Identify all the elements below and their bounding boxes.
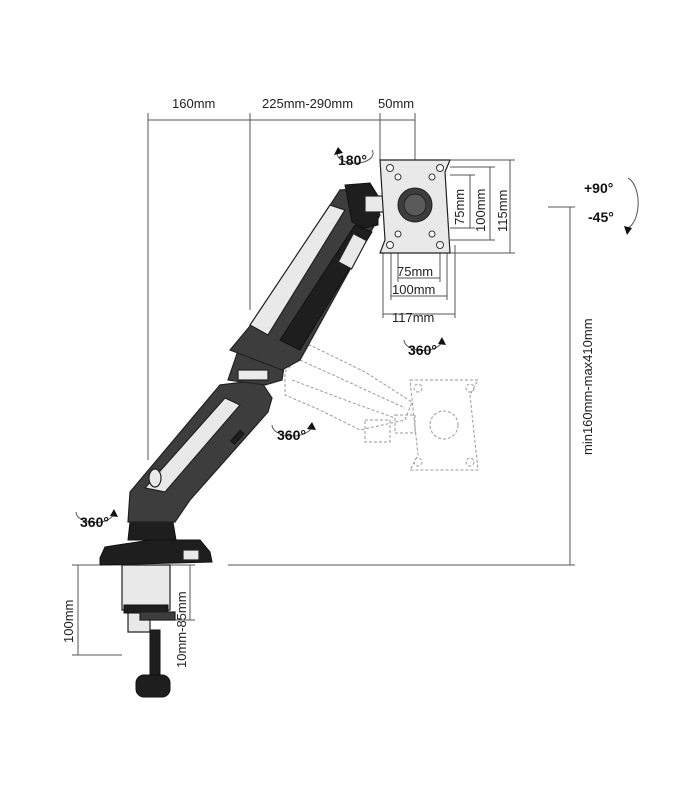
label-tilt-down: -45° [588,209,614,225]
vesa-plate [379,159,451,254]
clamp-knob [135,674,171,698]
dim-height-range: min160mm-max410mm [580,318,595,455]
dim-arm-base-reach: 160mm [172,96,215,111]
dim-vesa-h-117: 117mm [392,310,434,325]
dim-vesa-h-75: 75mm [397,264,433,279]
head-joint [344,182,379,229]
dim-vesa-v-115: 115mm [495,190,510,232]
dim-clamp-height: 100mm [61,600,76,643]
dim-vesa-h-100: 100mm [392,282,435,297]
label-head-rotate: 180° [338,152,367,168]
dim-vesa-v-75: 75mm [452,189,467,225]
ghost-arm-position [284,344,479,471]
dim-clamp-range: 10mm-85mm [174,591,189,668]
base-slot [182,549,200,561]
dim-head-offset: 50mm [378,96,414,111]
clamp-screw [149,629,161,681]
dim-vesa-v-100: 100mm [473,189,488,232]
label-swivel-upper: 360° [408,342,437,358]
label-swivel-base: 360° [80,514,109,530]
rotation-arrows [75,147,639,524]
label-swivel-elbow: 360° [277,427,306,443]
tilt-arrow-icon [627,177,639,229]
label-tilt-up: +90° [584,180,613,196]
rotate-arrow-icon [336,149,374,164]
labels: 160mm 225mm-290mm 50mm 75mm 100mm 117mm … [61,96,614,668]
base-collar [127,521,177,541]
desk-clamp [121,564,171,633]
monitor-arm [99,182,388,698]
dim-arm-extension: 225mm-290mm [262,96,353,111]
